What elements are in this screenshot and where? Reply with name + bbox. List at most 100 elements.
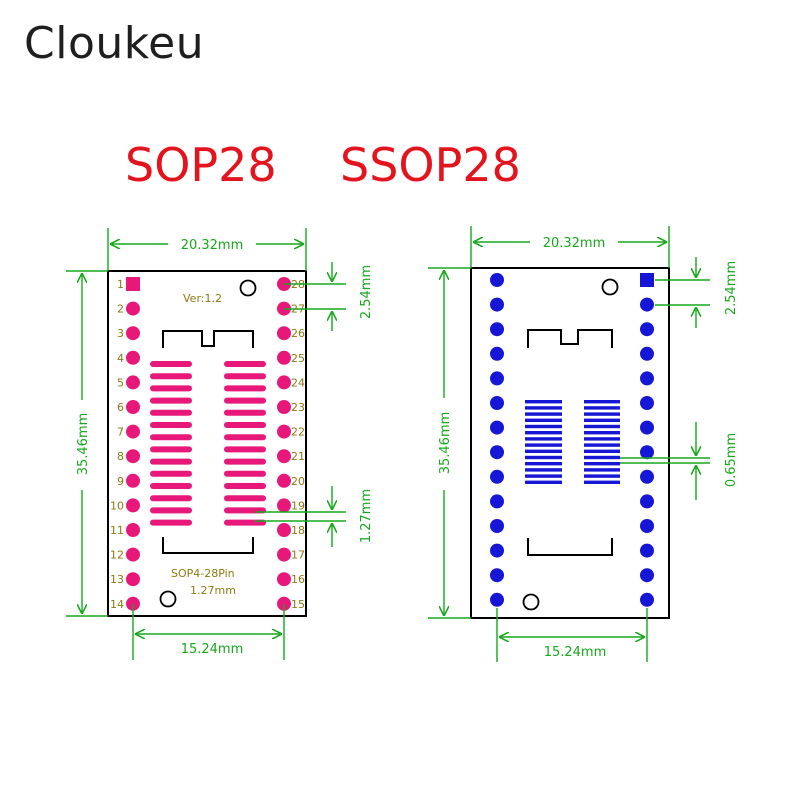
pin-pad	[490, 469, 504, 484]
smd-pad	[525, 455, 562, 460]
pin-pad	[277, 326, 291, 341]
pin-pad	[490, 297, 504, 312]
pin-pad	[126, 375, 140, 390]
smd-pad	[525, 437, 562, 441]
ssop28-right-header-pads	[640, 273, 654, 607]
pin-pad	[126, 449, 140, 464]
sop28-left-header-pads	[126, 277, 140, 611]
sop28-mounting-hole-top	[239, 279, 257, 297]
smd-pad	[150, 397, 192, 404]
ssop28-height-label: 35.46mm	[438, 412, 453, 475]
ssop28-pad-pitch-label: 0.65mm	[724, 433, 739, 487]
smd-pad	[525, 462, 562, 466]
pin-number: 20	[291, 475, 305, 488]
pin-pad	[640, 445, 654, 460]
smd-pad	[584, 455, 620, 460]
sop28-mounting-hole-bottom	[159, 590, 177, 608]
smd-pad	[150, 361, 192, 367]
pin-number: 2	[117, 303, 124, 316]
pin-pad	[640, 297, 654, 312]
ssop28-row-spacing-dimension	[496, 608, 648, 662]
pin-pad-square	[640, 273, 654, 287]
pin-pad	[277, 473, 291, 488]
sop28-pad-pitch-dimension	[255, 486, 346, 547]
pin-number: 6	[117, 401, 124, 414]
pin-pad	[126, 350, 140, 365]
smd-pad	[584, 474, 620, 478]
smd-pad	[525, 431, 562, 435]
pin-number: 12	[110, 549, 124, 562]
smd-pad	[224, 458, 266, 465]
pin-number: 4	[117, 352, 124, 365]
pin-pad	[126, 498, 140, 513]
pin-pad	[490, 322, 504, 337]
smd-pad	[584, 480, 620, 484]
smd-pad	[150, 385, 192, 392]
smd-pad	[584, 412, 620, 416]
pin-pad	[640, 519, 654, 533]
smd-pad	[525, 468, 562, 472]
smd-pad	[584, 443, 620, 447]
pin-pad	[490, 568, 504, 583]
smd-pad	[525, 424, 562, 429]
ssop28-height-dimension	[428, 267, 471, 619]
ssop28-pitch-dimension	[655, 257, 710, 328]
sop28-height-label: 35.46mm	[76, 413, 91, 476]
pin-pad	[126, 301, 140, 316]
smd-pad	[525, 400, 562, 404]
pin-pad	[640, 371, 654, 386]
pin-number: 16	[291, 573, 305, 586]
pin-pad	[277, 424, 291, 439]
sop28-version-label: Ver:1.2	[183, 292, 222, 305]
pin-pad	[126, 596, 140, 611]
sop28-width-label: 20.32mm	[181, 238, 244, 253]
sop28-right-header-pads	[277, 277, 291, 611]
smd-pad	[150, 458, 192, 465]
smd-pad	[525, 474, 562, 478]
pin-pad	[640, 568, 654, 583]
pin-number: 25	[291, 352, 305, 365]
pin-pad	[277, 547, 291, 562]
smd-pad	[584, 468, 620, 472]
sop28-width-dimension	[107, 228, 307, 271]
smd-pad	[150, 446, 192, 453]
pin-number: 8	[117, 450, 124, 463]
pin-pad	[640, 592, 654, 607]
pin-pad	[490, 445, 504, 460]
sop28-pitch-dimension	[284, 262, 346, 331]
ssop28-board: 20.32mm 35.46mm 15.24mm 2.54mm	[428, 226, 739, 662]
pin-number: 21	[291, 450, 305, 463]
sop28-footprint-name: SOP4-28Pin	[171, 567, 235, 580]
smd-pad	[224, 409, 266, 416]
pin-pad	[126, 547, 140, 562]
smd-pad	[584, 406, 620, 410]
pin-pad	[126, 400, 140, 414]
pin-pad	[640, 469, 654, 484]
pin-pad	[490, 396, 504, 410]
pin-pad	[277, 400, 291, 414]
pin-pad	[277, 596, 291, 611]
smd-pad	[525, 406, 562, 410]
smd-pad	[525, 443, 562, 447]
pin-pad	[490, 519, 504, 533]
smd-pad	[584, 400, 620, 404]
pin-pad	[640, 494, 654, 509]
pin-number: 18	[291, 524, 305, 537]
sop28-title: SOP28	[125, 138, 277, 192]
smd-pad	[224, 483, 266, 489]
smd-pad	[584, 418, 620, 422]
pin-pad	[490, 494, 504, 509]
sop28-chip-outline-bottom	[162, 537, 254, 554]
pin-pad	[277, 572, 291, 587]
ssop28-mounting-hole-bottom	[522, 593, 540, 611]
pin-number: 23	[291, 401, 305, 414]
pin-pad-square	[126, 277, 140, 291]
smd-pad	[584, 431, 620, 435]
pin-pad	[490, 543, 504, 558]
sop28-smd-pads	[150, 361, 266, 526]
smd-pad	[150, 422, 192, 428]
smd-pad	[584, 462, 620, 466]
